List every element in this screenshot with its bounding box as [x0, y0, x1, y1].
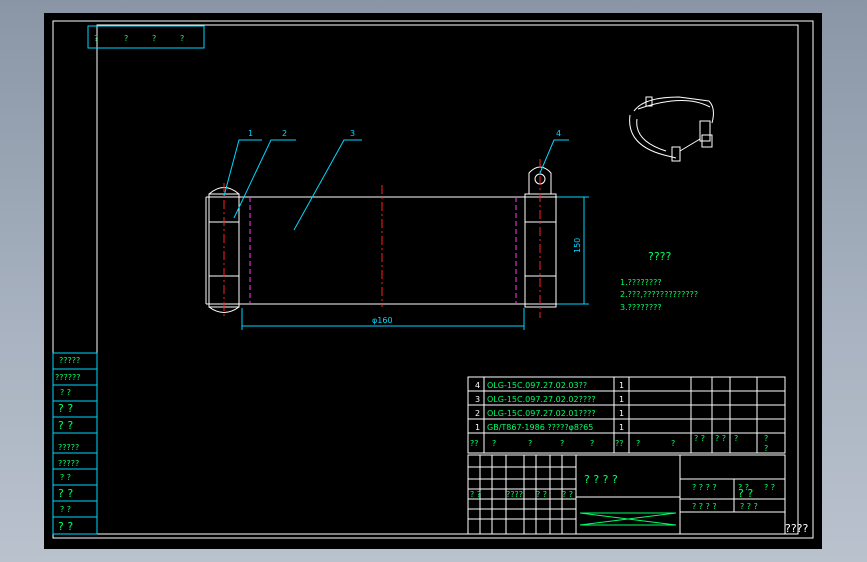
corner-stamp-3: ?: [152, 34, 156, 43]
iso-clamp-view: [629, 96, 714, 162]
bom-row-4-code: OLG-15C.097.27.02.03??: [487, 381, 587, 390]
bom-row-1-no: 1: [475, 423, 480, 432]
left-strip-3: ? ?: [58, 402, 73, 415]
notes-line-3: 3.????????: [620, 303, 662, 312]
bom-header-11: ?: [764, 434, 768, 443]
bom-row-3-no: 3: [475, 395, 480, 404]
bom-row-1-code: GB/T867-1986 ?????φ8?65: [487, 423, 593, 432]
title-left-label-3: ? ?: [562, 490, 573, 499]
title-left-label-2: ? ?: [536, 490, 547, 499]
bom-header-4: ?: [590, 439, 594, 448]
bom-table: 4 OLG-15C.097.27.02.03?? 1 3 OLG-15C.097…: [467, 376, 786, 454]
left-strip-9: ? ?: [60, 505, 71, 514]
title-right-label-0: ? ? ? ?: [692, 483, 717, 492]
assembly-view: 1 2 3 4 φ160 150: [205, 129, 589, 330]
technical-notes: ???? 1.???????? 2.???,????????????? 3.??…: [620, 250, 698, 312]
corner-stamp-1: ?: [94, 34, 98, 43]
title-right-label-2: ? ?: [764, 483, 775, 492]
bom-header-3: ?: [560, 439, 564, 448]
title-left-label-0: ? ?: [470, 490, 481, 499]
left-strip-1: ??????: [55, 373, 80, 382]
bom-row-4-qty: 1: [619, 381, 624, 390]
bom-header-12: ?: [764, 444, 768, 453]
bom-header-10: ?: [734, 434, 738, 443]
bom-row-1-qty: 1: [619, 423, 624, 432]
left-strip-5: ?????: [58, 443, 79, 452]
left-strip-7: ? ?: [60, 473, 71, 482]
leader-label-1: 1: [248, 129, 253, 138]
bom-row-2-qty: 1: [619, 409, 624, 418]
cad-viewport[interactable]: ? ? ? ? ????? ?????? ? ? ? ? ? ? ????? ?…: [44, 13, 822, 549]
dimension-width: φ160: [372, 316, 393, 325]
title-block: ? ? ? ? ? ? ???? ? ? ? ? ? ? ? ? ? ? ? ?…: [467, 454, 786, 535]
title-main: ? ? ? ?: [584, 473, 618, 486]
notes-title: ????: [648, 250, 672, 263]
title-left-label-1: ????: [506, 490, 523, 499]
leader-label-4: 4: [556, 129, 561, 138]
bom-header-5: ??: [615, 439, 624, 448]
left-strip-10: ? ?: [58, 520, 73, 533]
title-right-label-5: ? ? ?: [740, 502, 758, 511]
title-right-label-1: ? ?: [738, 483, 749, 492]
leader-label-3: 3: [350, 129, 355, 138]
left-strip-4: ? ?: [58, 419, 73, 432]
bom-header-8: ? ?: [694, 434, 705, 443]
outer-border: [52, 20, 814, 539]
bom-header-1: ?: [492, 439, 496, 448]
leader-label-2: 2: [282, 129, 287, 138]
bom-header-6: ?: [636, 439, 640, 448]
bom-row-4-no: 4: [475, 381, 480, 390]
corner-stamp-4: ?: [180, 34, 184, 43]
bom-header-9: ? ?: [715, 434, 726, 443]
left-strip-6: ?????: [58, 459, 79, 468]
notes-line-2: 2.???,?????????????: [620, 290, 698, 299]
bom-row-3-qty: 1: [619, 395, 624, 404]
drawing-canvas: ? ? ? ? ????? ?????? ? ? ? ? ? ? ????? ?…: [52, 20, 814, 539]
inner-border: [96, 24, 799, 535]
left-strip-2: ? ?: [60, 388, 71, 397]
dimension-height: 150: [573, 238, 582, 253]
bom-row-2-code: OLG-15C.097.27.02.01????: [487, 409, 596, 418]
corner-stamp: ? ? ? ?: [87, 25, 205, 49]
title-right-label-3: ? ?: [738, 487, 753, 500]
left-strip-8: ? ?: [58, 487, 73, 500]
notes-line-1: 1.????????: [620, 278, 662, 287]
bom-header-2: ?: [528, 439, 532, 448]
left-strip-table: ????? ?????? ? ? ? ? ? ? ????? ????? ? ?…: [52, 352, 98, 535]
title-right-label-4: ? ? ? ?: [692, 502, 717, 511]
bom-header-0: ??: [470, 439, 479, 448]
left-strip-0: ?????: [59, 356, 80, 365]
bom-row-3-code: OLG-15C.097.27.02.02????: [487, 395, 596, 404]
corner-stamp-2: ?: [124, 34, 128, 43]
outside-note: ????: [785, 522, 809, 535]
bom-row-2-no: 2: [475, 409, 480, 418]
bom-header-7: ?: [671, 439, 675, 448]
